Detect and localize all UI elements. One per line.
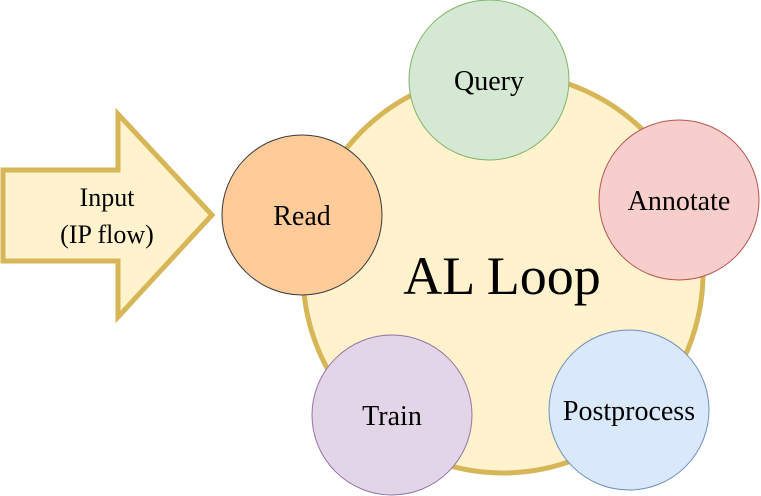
stage-query[interactable]: Query bbox=[408, 0, 570, 161]
stage-read-circle[interactable] bbox=[221, 134, 383, 296]
stage-annotate-label: Annotate bbox=[628, 186, 731, 217]
stage-read[interactable]: Read bbox=[221, 134, 383, 296]
stage-train-circle[interactable] bbox=[311, 334, 473, 496]
stage-postprocess[interactable]: Postprocess bbox=[548, 329, 710, 491]
stage-annotate[interactable]: Annotate bbox=[598, 119, 760, 281]
input-arrow-shape bbox=[0, 107, 216, 324]
stage-train-label: Train bbox=[362, 401, 422, 432]
input-arrow-label-line2: (IP flow) bbox=[60, 220, 154, 249]
stage-postprocess-circle[interactable] bbox=[548, 329, 710, 491]
stage-query-label: Query bbox=[454, 66, 524, 97]
stage-train[interactable]: Train bbox=[311, 334, 473, 496]
stage-annotate-circle[interactable] bbox=[598, 119, 760, 281]
stage-postprocess-label: Postprocess bbox=[563, 396, 695, 427]
input-arrow: Input (IP flow) bbox=[0, 107, 216, 324]
input-arrow-label-line1: Input bbox=[80, 183, 136, 212]
stage-query-circle[interactable] bbox=[408, 0, 570, 161]
al-loop-label: AL Loop bbox=[403, 246, 600, 306]
stage-read-label: Read bbox=[273, 201, 331, 232]
